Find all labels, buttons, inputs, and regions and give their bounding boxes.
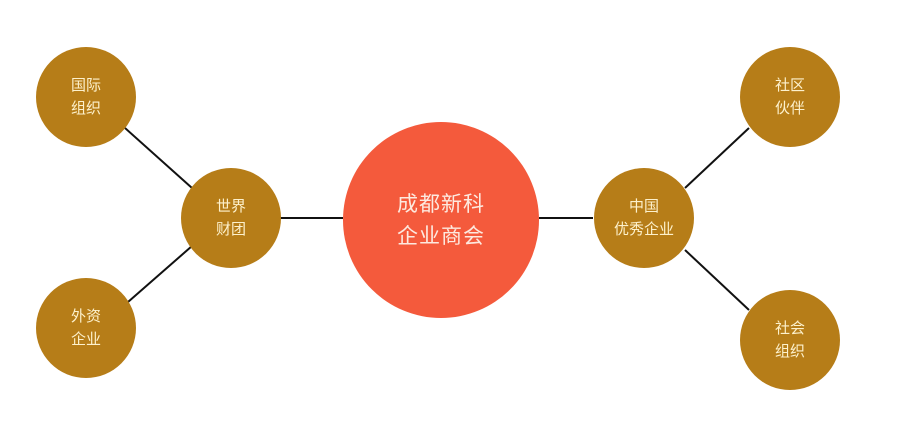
node-center-chamber: 成都新科 企业商会	[343, 122, 539, 318]
link-china-community	[684, 127, 750, 189]
node-social-org: 社会 组织	[740, 290, 840, 390]
node-label-line2: 优秀企业	[613, 220, 674, 238]
node-label-line2: 组织	[70, 99, 101, 117]
link-intl-world	[124, 127, 193, 189]
node-label-line2: 伙伴	[774, 99, 805, 117]
node-label-line1: 国际	[70, 76, 101, 94]
node-label-line1: 外资	[70, 307, 101, 325]
node-label-line2: 企业	[70, 330, 101, 348]
link-foreign-world	[127, 245, 193, 303]
node-foreign-ent: 外资 企业	[36, 278, 136, 378]
node-label-line1: 社区	[774, 76, 805, 94]
node-intl-org: 国际 组织	[36, 47, 136, 147]
node-label-line2: 组织	[774, 342, 805, 360]
center-label-line1: 成都新科	[397, 192, 485, 216]
center-label-line2: 企业商会	[397, 224, 485, 248]
node-community: 社区 伙伴	[740, 47, 840, 147]
node-label-line1: 社会	[774, 319, 805, 337]
node-label-line2: 财团	[215, 220, 246, 238]
node-world-group: 世界 财团	[181, 168, 281, 268]
node-china-ent: 中国 优秀企业	[594, 168, 694, 268]
node-label-line1: 中国	[628, 197, 659, 215]
node-label-line1: 世界	[215, 197, 246, 215]
link-china-social	[684, 249, 750, 311]
